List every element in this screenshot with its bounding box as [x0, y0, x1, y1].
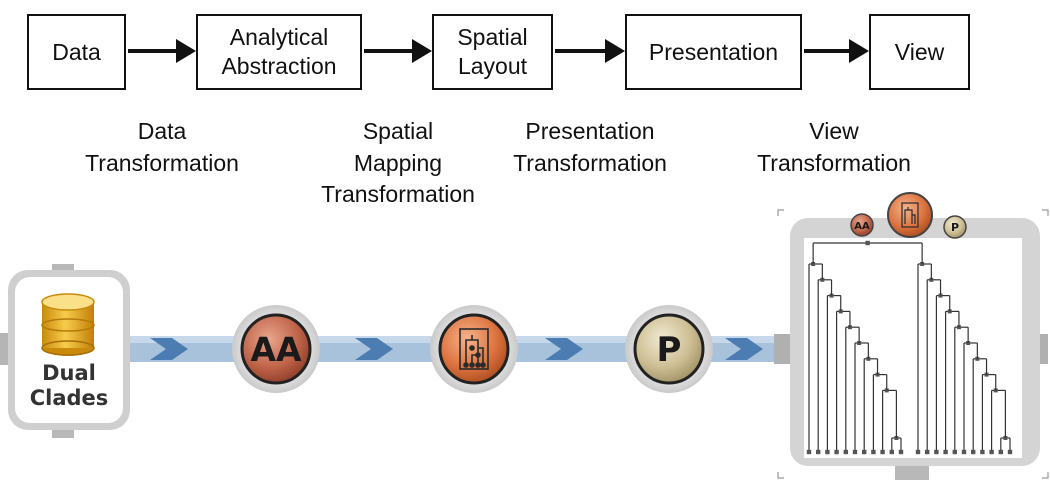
tree-node — [943, 449, 948, 455]
p-node-label: P — [657, 330, 682, 370]
label-view-transformation: View Transformation — [757, 118, 911, 176]
stage-presentation: Presentation — [625, 14, 802, 90]
arrow-abstraction-to-layout — [364, 39, 432, 63]
tree-node — [938, 293, 943, 298]
stage-spatial-layout: Spatial Layout — [432, 14, 553, 90]
tree-node — [889, 449, 894, 455]
tree-node — [1007, 449, 1013, 455]
tree-node — [989, 449, 994, 455]
view-badge-p: P — [943, 215, 967, 239]
tree-node — [898, 449, 904, 455]
arrow-data-to-abstraction — [128, 39, 196, 63]
tree-node — [806, 449, 812, 455]
tree-layout-icon — [901, 202, 919, 228]
tree-node — [934, 449, 939, 455]
view-badge-p-label: P — [951, 221, 959, 234]
flow-chevrons — [150, 338, 763, 360]
arrow-presentation-to-view — [804, 39, 869, 63]
tree-node — [852, 449, 858, 455]
analytical-abstraction-node: AA — [232, 305, 320, 393]
tree-layout-icon — [459, 328, 489, 370]
arrow-layout-to-presentation — [555, 39, 625, 63]
dual-clades-source: Dual Clades — [8, 264, 130, 438]
tree-node — [862, 449, 867, 455]
view-panel: AA P — [774, 192, 1049, 480]
tree-node — [998, 449, 1003, 455]
pipeline-illustration: Dual Clades AA P — [0, 192, 1049, 480]
database-icon — [41, 293, 95, 356]
stage-data: Data — [27, 14, 126, 90]
chevron — [150, 338, 188, 360]
chevron — [725, 338, 763, 360]
label-presentation-transformation: Presentation Transformation — [513, 118, 667, 176]
tree-node — [829, 293, 834, 298]
tree-node — [865, 240, 870, 246]
tree-node — [880, 449, 885, 455]
tree-node — [952, 449, 957, 455]
stage-analytical-abstraction: Analytical Abstraction — [196, 14, 362, 90]
source-label-line2: Clades — [30, 386, 109, 410]
tree-node — [834, 449, 839, 455]
presentation-node: P — [625, 305, 713, 393]
view-badge-aa-label: AA — [854, 221, 870, 232]
tree-node — [816, 449, 821, 455]
tree-node — [961, 449, 967, 455]
label-data-transformation: Data Transformation — [85, 118, 239, 176]
tree-node — [871, 449, 876, 455]
spatial-layout-node — [430, 305, 518, 393]
pipe-highlight — [0, 336, 790, 343]
aa-node-label: AA — [250, 330, 302, 369]
tree-node — [971, 449, 976, 455]
tree-node — [980, 449, 985, 455]
view-badge-aa: AA — [850, 213, 874, 237]
tree-node — [915, 449, 921, 455]
chevron — [545, 338, 583, 360]
stage-view: View — [869, 14, 970, 90]
tree-node — [843, 449, 848, 455]
view-badge-tree — [887, 192, 933, 238]
chevron — [355, 338, 393, 360]
tree-node — [825, 449, 830, 455]
tree-view — [806, 240, 1013, 455]
source-label-line1: Dual — [42, 361, 96, 385]
tree-node — [956, 325, 961, 330]
tree-node — [847, 325, 852, 330]
tree-node — [925, 449, 930, 455]
label-spatial-mapping-transformation: Spatial Mapping Transformation — [321, 118, 475, 208]
